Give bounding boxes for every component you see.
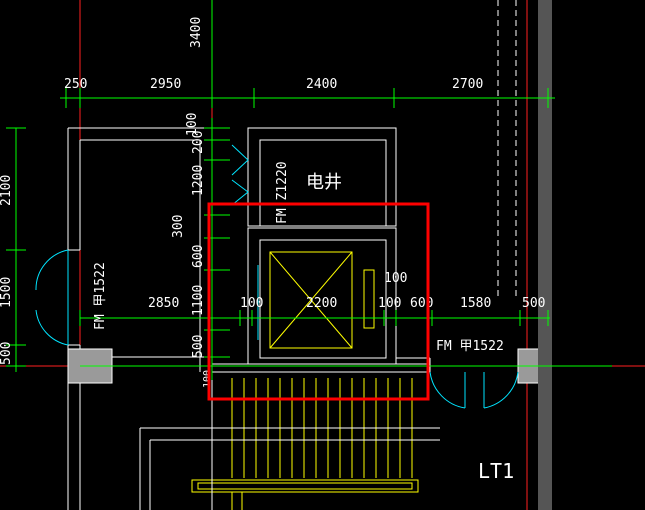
highlight-selection-box[interactable] xyxy=(207,202,430,401)
door-shaft-label: FM Z1220 xyxy=(275,161,290,224)
door-left-leaf-bottom xyxy=(35,309,69,346)
dimension-lines xyxy=(6,0,612,380)
dim-1200: 1200 xyxy=(191,165,206,196)
dim-2200: 2200 xyxy=(306,296,337,311)
door-right-leaf-right xyxy=(483,371,519,409)
dim-600: 600 xyxy=(191,245,206,268)
elevator-car[interactable] xyxy=(269,251,375,349)
door-left-label: FM 甲1522 xyxy=(93,262,108,330)
dim-250: 250 xyxy=(64,77,87,92)
dim-2850: 2850 xyxy=(148,296,179,311)
dimension-texts: 250 2950 2400 2700 3400 2100 1500 500 10… xyxy=(0,17,545,388)
dim-300: 300 xyxy=(171,215,186,238)
dim-2950: 2950 xyxy=(150,77,181,92)
dim-600: 600 xyxy=(410,296,433,311)
dim-200: 200 xyxy=(191,131,206,154)
dim-100-top: 100 xyxy=(185,113,200,136)
dim-500-mid: 500 xyxy=(191,335,206,358)
room-labels: 电井 FM Z1220 FM 甲1522 FM 甲1522 100 LT1 xyxy=(93,161,514,483)
dim-1580: 1580 xyxy=(460,296,491,311)
door-right-leaf-left xyxy=(429,371,466,409)
doors xyxy=(35,144,519,409)
door-right-label: FM 甲1522 xyxy=(436,339,504,354)
dim-3400: 3400 xyxy=(189,17,204,48)
dim-100-b: 100 xyxy=(378,296,401,311)
elevator-counterweight xyxy=(363,269,375,329)
dim-1100: 1100 xyxy=(191,285,206,316)
dim-2100: 2100 xyxy=(0,175,14,206)
elevator-side-label: 100 xyxy=(384,271,407,286)
dim-500-left: 500 xyxy=(0,342,14,365)
dim-1500: 1500 xyxy=(0,277,14,308)
stair-label: LT1 xyxy=(478,459,514,483)
shaft-label: 电井 xyxy=(306,172,342,193)
stair-outline xyxy=(139,372,440,510)
dim-2400: 2400 xyxy=(306,77,337,92)
door-left-leaf-top xyxy=(35,249,69,291)
stair-handrail xyxy=(191,479,419,493)
dim-500-right: 500 xyxy=(522,296,545,311)
dim-100-a: 100 xyxy=(240,296,263,311)
dim-2700: 2700 xyxy=(452,77,483,92)
